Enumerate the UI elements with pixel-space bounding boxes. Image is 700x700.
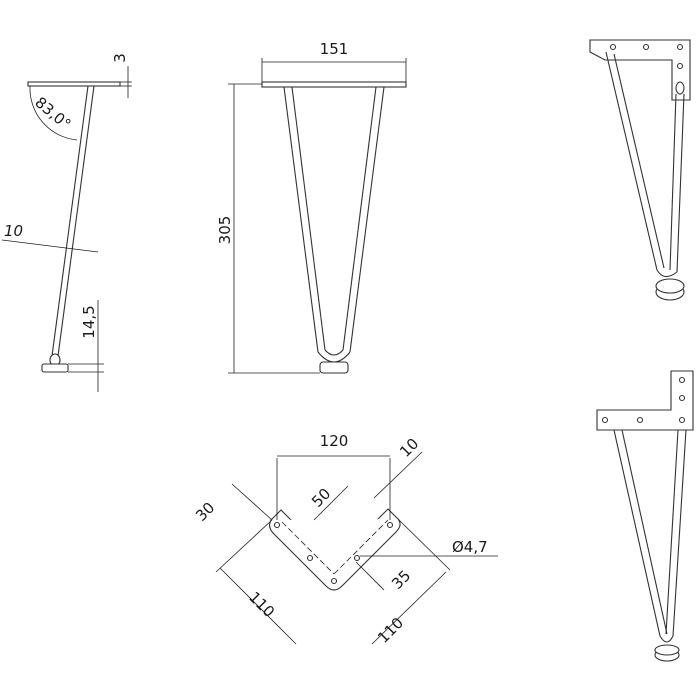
iso-bottom-rod-2a: [672, 429, 687, 637]
dim-50-line: [313, 485, 349, 521]
iso-top-rod-bend: [656, 269, 678, 278]
plate-hole-2: [306, 554, 314, 562]
iso-bottom-hole-2: [678, 394, 686, 402]
dim-hole-offset: 35: [388, 567, 414, 593]
front-view-top-plate: [261, 81, 407, 88]
plate-view: 120 10 30 50 Ø4,7 35 110 110: [192, 432, 498, 647]
side-view-foot: [41, 363, 69, 373]
dim-30-line: [231, 483, 273, 521]
iso-top-plate: [589, 39, 691, 101]
dim-hole-spacing: 50: [308, 485, 334, 511]
plate-centerline-b: [333, 519, 389, 575]
dim-10b-line: [373, 451, 423, 499]
side-view: 3 83,0° 10 14,5: [1, 53, 132, 392]
plate-hole-1: [273, 521, 281, 529]
iso-bottom-hole-1: [678, 376, 686, 384]
dim-leg-angle: 83,0°: [31, 93, 74, 133]
front-view-right-rod-inner: [342, 86, 377, 351]
dim-foot-height: 14,5: [80, 305, 98, 338]
iso-bottom-hole-3: [678, 416, 686, 424]
dim-plate-leg-a: 110: [245, 588, 278, 621]
dim-35-line: [355, 561, 385, 591]
plate-hole-3: [330, 577, 338, 585]
iso-bottom-rod-1b: [621, 429, 668, 635]
dim-plate-span: 120: [320, 432, 349, 450]
iso-bottom-rod-2b: [665, 429, 679, 635]
front-view: 151 305: [216, 40, 407, 374]
dim-rod-diameter: 10: [4, 222, 23, 240]
iso-top-foot-top: [655, 278, 685, 294]
front-view-rod-bend: [317, 351, 351, 363]
iso-bottom-plate: [596, 370, 694, 431]
iso-view-bottom: [596, 370, 694, 662]
dim-plate-offset: 10: [396, 435, 422, 461]
iso-top-hole-3: [676, 43, 684, 51]
side-view-rod-edge: [57, 85, 95, 357]
iso-bottom-foot-top: [654, 644, 680, 656]
front-view-foot: [319, 361, 349, 374]
iso-bottom-hole-5: [636, 416, 644, 424]
iso-top-rod-top: [675, 81, 685, 95]
iso-top-hole-1: [609, 43, 617, 51]
dim-plate-thickness: 3: [111, 53, 129, 63]
dim-hole-diameter: Ø4,7: [452, 538, 488, 556]
front-view-right-rod-outer: [349, 86, 385, 353]
side-view-top-plate: [27, 81, 121, 87]
front-view-left-rod-inner: [291, 86, 326, 351]
iso-top-rod-2a: [669, 93, 677, 271]
iso-view-top: [589, 39, 691, 301]
front-view-rod-bend-inner: [324, 349, 344, 356]
iso-top-rod-1b: [613, 53, 665, 269]
iso-bottom-rod-bend: [659, 635, 674, 643]
dim-10-leader: [1, 239, 99, 253]
dim-plate-leg-b: 110: [374, 614, 407, 647]
front-view-left-rod-outer: [283, 86, 319, 353]
dim-110b-line: [371, 571, 447, 645]
iso-top-rod-2b: [676, 93, 685, 273]
dim-plate-width: 151: [320, 40, 349, 58]
side-view-rod: [51, 85, 89, 357]
plate-hole-4: [353, 554, 361, 562]
plate-centerline-a: [281, 521, 335, 575]
iso-bottom-hole-4: [601, 416, 609, 424]
dim-110a-ext: [215, 519, 273, 573]
plate-outline-lower: [268, 518, 401, 591]
dim-110b-ext: [397, 518, 451, 571]
iso-top-hole-2: [642, 43, 650, 51]
dim-110a-line: [219, 567, 297, 645]
plate-hole-5: [386, 521, 394, 529]
dim-angle-arc: [29, 85, 78, 141]
dim-plate-arm-width: 30: [192, 499, 218, 525]
iso-bottom-rod-1a: [613, 429, 661, 637]
iso-top-hole-4: [676, 62, 684, 70]
iso-top-rod-1a: [605, 51, 658, 271]
dim-leg-height: 305: [216, 216, 234, 245]
